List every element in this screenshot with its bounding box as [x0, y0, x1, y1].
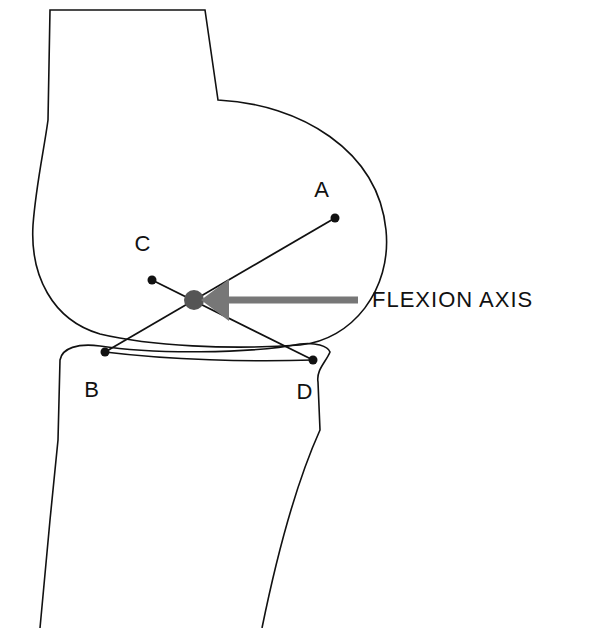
joint-line	[105, 352, 313, 361]
tibia-outline	[40, 343, 330, 628]
pointer-arrow	[222, 297, 358, 304]
point-label: C	[135, 233, 152, 255]
line-a-b	[105, 218, 335, 352]
point-c	[148, 276, 157, 285]
point-d	[309, 356, 318, 365]
line-c-d	[152, 280, 313, 360]
point-label: A	[314, 179, 330, 201]
point-b	[101, 348, 110, 357]
femur-outline	[33, 10, 387, 347]
axis-label: FLEXION AXIS	[372, 289, 533, 311]
flexion-axis-dot	[184, 290, 204, 310]
point-label: D	[297, 381, 314, 403]
point-a	[331, 214, 340, 223]
point-label: B	[84, 379, 100, 401]
